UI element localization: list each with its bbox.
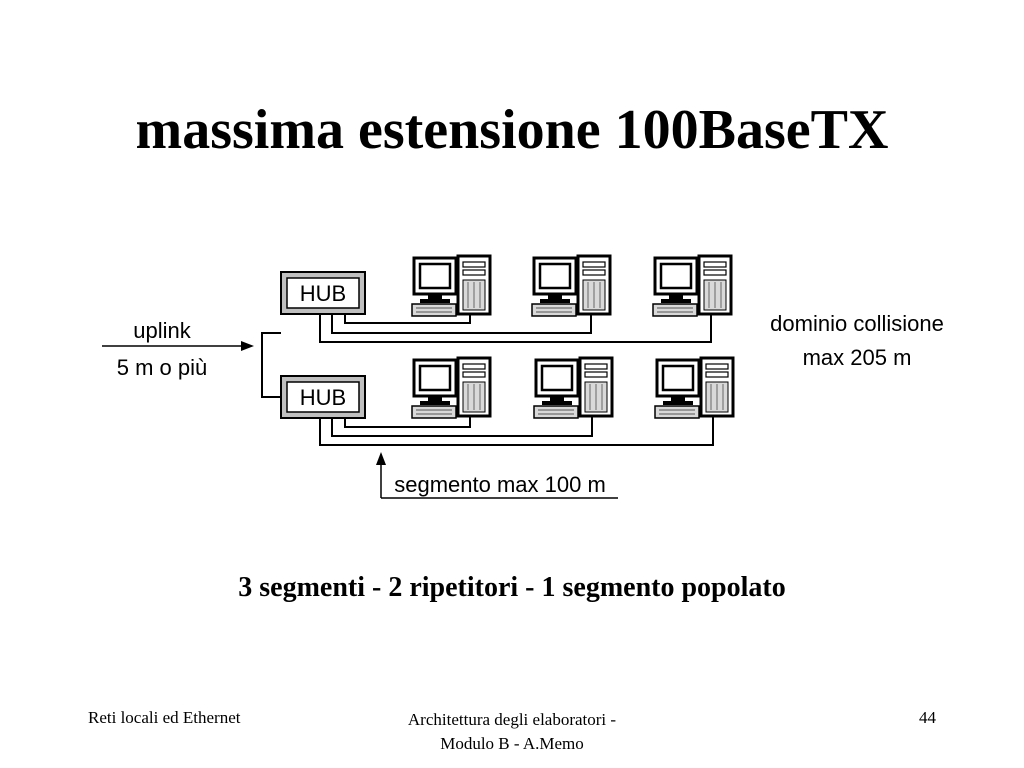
rule-caption: 3 segmenti - 2 ripetitori - 1 segmento p…: [238, 572, 786, 603]
slide-title: massima estensione 100BaseTX: [135, 99, 889, 161]
computer-row-2: [410, 356, 735, 420]
hub-1-label: HUB: [300, 281, 346, 306]
computer-icon: [653, 356, 735, 420]
uplink-label: uplink: [133, 318, 191, 343]
computer-icon: [530, 254, 612, 318]
footer-center: Architettura degli elaboratori - Modulo …: [352, 708, 672, 756]
computer-icon: [410, 356, 492, 420]
footer-left: Reti locali ed Ethernet: [88, 708, 241, 727]
hub-1: HUB: [280, 271, 366, 315]
uplink-length-label: 5 m o più: [117, 355, 208, 380]
page-number: 44: [919, 708, 936, 727]
uplink-cable: [261, 332, 281, 398]
computer-icon: [651, 254, 733, 318]
hub-2-label: HUB: [300, 385, 346, 410]
uplink-arrow-head: [241, 341, 254, 351]
collision-domain-length-label: max 205 m: [803, 345, 912, 370]
segment-label: segmento max 100 m: [394, 472, 606, 497]
segment-arrow-head: [376, 452, 386, 465]
cables-hub-2: [319, 416, 714, 446]
computer-icon: [410, 254, 492, 318]
footer-center-line-1: Architettura degli elaboratori -: [407, 710, 617, 729]
collision-domain-label: dominio collisione: [770, 311, 944, 336]
footer-center-line-2: Modulo B - A.Memo: [440, 734, 584, 753]
cables-hub-1: [319, 314, 712, 343]
computer-icon: [532, 356, 614, 420]
hub-2: HUB: [280, 375, 366, 419]
computer-row-1: [410, 254, 733, 318]
